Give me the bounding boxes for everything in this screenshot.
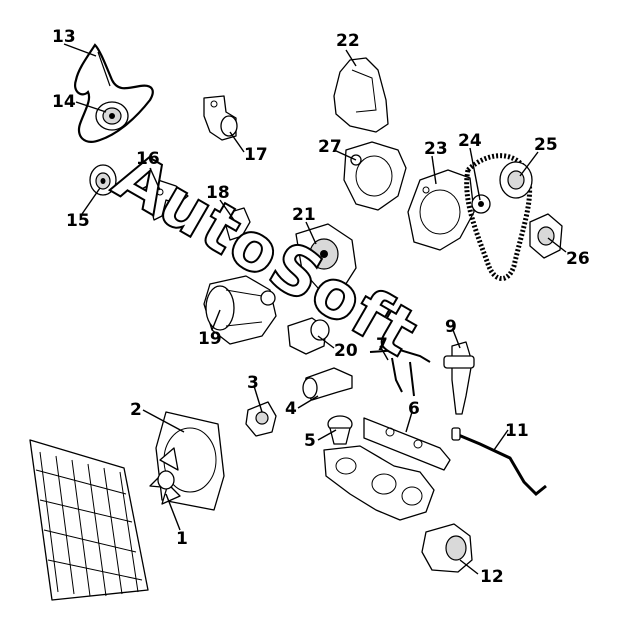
callout-6: 6 [408,399,420,419]
callout-15: 15 [66,211,90,231]
callout-16: 16 [136,149,160,169]
part-21-water-pump [295,223,357,291]
callout-9: 9 [445,317,457,337]
part-24-idler [471,194,491,214]
part-9-injector [443,341,475,415]
callout-14: 14 [52,92,76,112]
callout-13: 13 [52,27,76,47]
part-1-fan [149,447,181,505]
callout-4: 4 [285,399,297,419]
callout-18: 18 [206,183,230,203]
part-11-pipe [451,427,547,497]
callout-21: 21 [292,205,316,225]
callout-3: 3 [247,373,259,393]
part-26-tensioner [529,213,563,259]
callout-23: 23 [424,139,448,159]
exhaust-manifold [323,445,435,521]
callout-19: 19 [198,329,222,349]
part-19-compressor [203,275,277,345]
callout-24: 24 [458,131,482,151]
callout-2: 2 [130,400,142,420]
callout-26: 26 [566,249,590,269]
part-14-pulley [95,101,129,131]
callout-17: 17 [244,145,268,165]
part-3-sensor [245,401,277,437]
part-12-starter [421,523,473,573]
part-27-cover [343,141,407,211]
callout-5: 5 [304,431,316,451]
part-15-idler-pulley [89,164,117,196]
part-4-hose [302,367,353,401]
part-17-mount [203,95,238,141]
radiator [29,439,149,601]
callout-7: 7 [376,335,388,355]
callout-1: 1 [176,529,188,549]
part-25-timing-belt [464,153,533,281]
part-20-thermostat [287,317,330,355]
part-23-timing-cover [407,169,475,251]
callout-27: 27 [318,137,342,157]
callout-leaders [63,43,567,575]
part-13-belt [74,43,154,143]
callout-12: 12 [480,567,504,587]
part-5-thermostat [327,415,353,445]
callout-22: 22 [336,31,360,51]
part-7-rod [369,348,431,397]
callout-11: 11 [505,421,529,441]
callout-25: 25 [534,135,558,155]
callout-20: 20 [334,341,358,361]
part-22-upper-cover [333,57,389,133]
callouts: 1 2 3 4 5 6 7 9 11 12 13 14 15 16 17 18 … [52,27,590,587]
part-6-fuel-rail [363,417,451,471]
